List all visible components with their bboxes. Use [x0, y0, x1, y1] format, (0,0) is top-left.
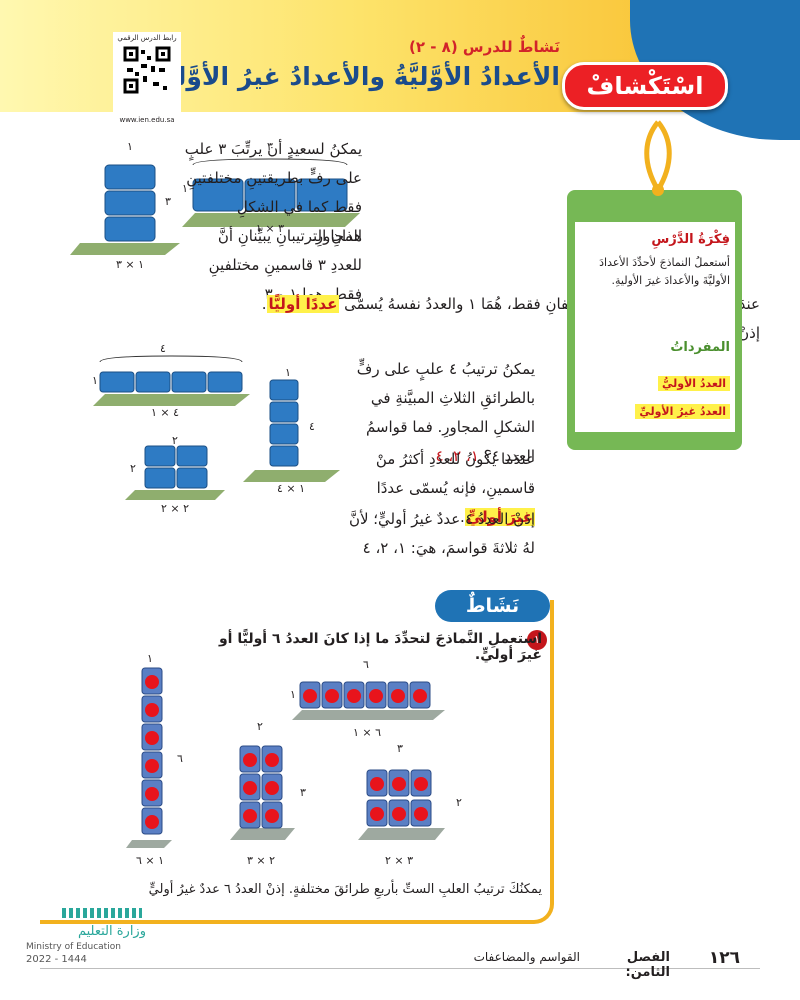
- fig4-mid-caption: ٢ × ٢: [160, 502, 190, 515]
- activity-frame: [40, 600, 554, 924]
- chapter-label: الفصل الثامن:: [625, 950, 670, 980]
- vocab-title: المفرداتُ: [670, 340, 730, 355]
- fig4-top-side: ١: [92, 374, 98, 387]
- activity-badge: نَشَاطٌ: [435, 590, 550, 622]
- fig6-three-side: ٢: [456, 796, 462, 809]
- idea-title: فِكْرَةُ الدَّرْسِ: [651, 232, 730, 247]
- fig6-three-top: ٣: [397, 742, 403, 755]
- lesson-idea-panel: [575, 222, 735, 432]
- three-cans-horizontal: [182, 158, 360, 227]
- non-prime-term: غيرَ أوليٍّ: [464, 508, 535, 526]
- fig6-three-caption: ٣ × ٢: [384, 854, 414, 867]
- edition-year: 2022 - 1444: [26, 954, 87, 965]
- fig6-row-caption: ٦ × ١: [352, 726, 382, 739]
- fig3-left-caption: ١ × ٣: [115, 258, 145, 271]
- activity-step-number: ١: [527, 630, 547, 650]
- ministry-name-ar: وزارة التعليم: [77, 924, 146, 939]
- fig3-left-side: ٣: [165, 195, 171, 208]
- fig6-row-top: ٦: [363, 658, 369, 671]
- fig3-right-side: ١: [182, 182, 188, 195]
- fig6-tall-top: ١: [147, 652, 153, 665]
- four-cans-2x2: [125, 445, 225, 500]
- ministry-name-en: Ministry of Education: [26, 942, 121, 952]
- six-cans-vertical: [126, 667, 172, 848]
- activity-instruction: استعملِ النَّماذجَ لتحدِّدَ ما إذا كانَ …: [218, 631, 542, 663]
- four-cans-question: يمكنُ ترتيبُ ٤ علبٍ على رفٍّ بالطرائقِ ا…: [356, 360, 535, 465]
- non-prime-definition: عندَما يكونُ للعددِ أكثرُ منْ قاسمينِ، ف…: [375, 450, 535, 526]
- idea-text: أستعملُ النماذجَ لأحدِّدَ الأعدادَ الأول…: [599, 256, 730, 287]
- four-cans-horizontal: [93, 355, 250, 406]
- six-cans-horizontal: [292, 681, 445, 720]
- fig3-left-top: ١: [127, 140, 133, 153]
- fig6-tall-side: ٦: [177, 752, 183, 765]
- fig6-tall-caption: ١ × ٦: [135, 854, 165, 867]
- intro-paragraph-1: يمكنُ لسعيدٍ أن يرتِّبَ ٣ علبٍ على رفٍّ …: [184, 140, 362, 245]
- qr-url[interactable]: www.ien.edu.sa: [119, 116, 175, 124]
- vocab-item-1: العددُ الأوليُّ: [580, 372, 730, 391]
- three-cans-figure: [70, 158, 360, 255]
- lesson-title: الأعدادُ الأوَّليَّةُ والأعدادُ غيرُ الأ…: [151, 62, 560, 91]
- fig3-right-top: ٣: [267, 140, 273, 153]
- fig4-mid-side: ٢: [130, 462, 136, 475]
- fig6-two-side: ٣: [300, 786, 306, 799]
- four-conclusion: إذنْ العددُ ٤ عددٌ غيرُ أوليٍّ؛ لأنَّ له…: [348, 510, 535, 557]
- fig6-row-side: ١: [290, 688, 296, 701]
- page-number: ١٢٦: [708, 948, 740, 968]
- vocab-item-2: العددُ غيرُ الأوليِّ: [580, 400, 730, 419]
- card-hanger-icon: [644, 120, 672, 196]
- explore-badge: اسْتَكْشافْ: [562, 62, 728, 110]
- prime-term: عددًا أوليًّا: [266, 295, 340, 313]
- three-cans-vertical: [70, 164, 180, 255]
- six-cans-3x2: [358, 769, 445, 840]
- ministry-logo: [62, 908, 142, 918]
- four-cans-paragraph: يمكنُ ترتيبُ ٤ علبٍ على رفٍّ بالطرائقِ ا…: [345, 355, 535, 471]
- qr-code-icon[interactable]: [123, 46, 171, 94]
- fig4-tower-top: ١: [285, 366, 291, 379]
- non-prime-def-text: عندَما يكونُ للعددِ أكثرُ منْ قاسمينِ، ف…: [375, 450, 535, 497]
- four-divisors-answer: ١، ٢، ٤: [435, 447, 479, 465]
- fig4-top-caption: ٤ × ١: [150, 406, 180, 419]
- qr-label: رابط الدرس الرقمي: [117, 34, 177, 42]
- fig6-two-caption: ٢ × ٣: [246, 854, 276, 867]
- fig4-tower-side: ٤: [309, 420, 315, 433]
- intro-paragraph-2: هذانِ الترتيبانِ يبيِّنانِ أنَّ للعددِ ٣…: [208, 227, 362, 303]
- activity-conclusion: يمكنُكَ ترتيبُ العلبِ الستِّ بأربعِ طرائ…: [148, 882, 542, 897]
- four-cans-figure: [93, 355, 340, 500]
- qr-panel[interactable]: [113, 32, 181, 128]
- ministry-logo-dots-icon: [62, 908, 142, 918]
- fig3-right-caption: ٣ × ١: [255, 222, 285, 235]
- fig4-top-number: ٤: [160, 342, 166, 355]
- chapter-title: القواسم والمضاعفات: [473, 950, 580, 964]
- fig4-tower-caption: ١ × ٤: [276, 482, 306, 495]
- six-cans-figure: [126, 667, 445, 848]
- six-cans-2x3: [230, 745, 295, 840]
- fig6-two-top: ٢: [257, 720, 263, 733]
- fig4-mid-top: ٢: [172, 434, 178, 447]
- footer-divider: [40, 968, 760, 969]
- lesson-code: نَشاطٌ للدرس (٨ - ٢): [408, 38, 560, 56]
- four-cans-vertical: [243, 379, 340, 482]
